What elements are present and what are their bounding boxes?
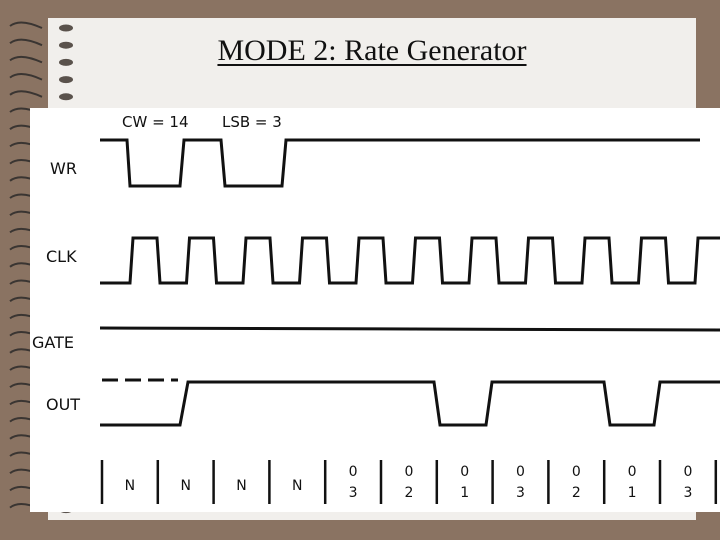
count-separators — [100, 460, 718, 504]
diagram-panel — [30, 108, 720, 512]
binding-hole — [59, 41, 73, 49]
binding-hole — [59, 76, 73, 84]
count-cell-digit: 2 — [572, 485, 581, 501]
wr-waveform — [100, 138, 700, 188]
count-cell-digit: N — [292, 478, 302, 494]
out-waveform — [100, 380, 720, 427]
binding-ring — [9, 38, 43, 47]
control-word-annotation: CW = 14 — [122, 113, 189, 131]
binding-hole — [59, 93, 73, 101]
count-cell-digit: 1 — [628, 485, 637, 501]
timing-diagram: WR CLK GATE OUT CW = 14 LSB = 3 N N N N 0 3 0 2… — [32, 113, 720, 504]
count-cell-digit: 3 — [683, 485, 692, 501]
out-label: OUT — [46, 395, 80, 414]
binding-ring — [9, 55, 43, 64]
count-cell-digit: 3 — [349, 485, 358, 501]
count-cell-digit: N — [180, 478, 190, 494]
count-cell-digit: 0 — [628, 464, 637, 480]
count-row: N N N N 0 3 0 2 0 1 0 3 0 2 0 1 0 3 — [125, 464, 693, 501]
binding-ring — [9, 21, 43, 29]
count-cell-digit: 0 — [404, 464, 413, 480]
binding-hole — [59, 58, 73, 66]
gate-label: GATE — [32, 333, 74, 352]
count-cell-digit: 3 — [516, 485, 525, 501]
lsb-annotation: LSB = 3 — [222, 113, 282, 131]
count-cell-digit: N — [236, 478, 246, 494]
gate-waveform — [99, 326, 720, 332]
count-cell-digit: 1 — [460, 485, 469, 501]
wr-label: WR — [50, 159, 77, 178]
binding-ring — [9, 90, 43, 98]
clk-waveform — [100, 236, 720, 285]
clk-label: CLK — [46, 247, 77, 266]
binding-hole — [59, 24, 73, 32]
count-cell-digit: 0 — [683, 464, 692, 480]
binding-ring — [9, 73, 43, 81]
count-cell-digit: 0 — [572, 464, 581, 480]
slide-title: MODE 2: Rate Generator — [217, 34, 527, 67]
count-cell-digit: 0 — [349, 464, 358, 480]
count-cell-digit: N — [125, 478, 135, 494]
count-cell-digit: 2 — [404, 485, 413, 501]
count-cell-digit: 0 — [516, 464, 525, 480]
count-cell-digit: 0 — [460, 464, 469, 480]
